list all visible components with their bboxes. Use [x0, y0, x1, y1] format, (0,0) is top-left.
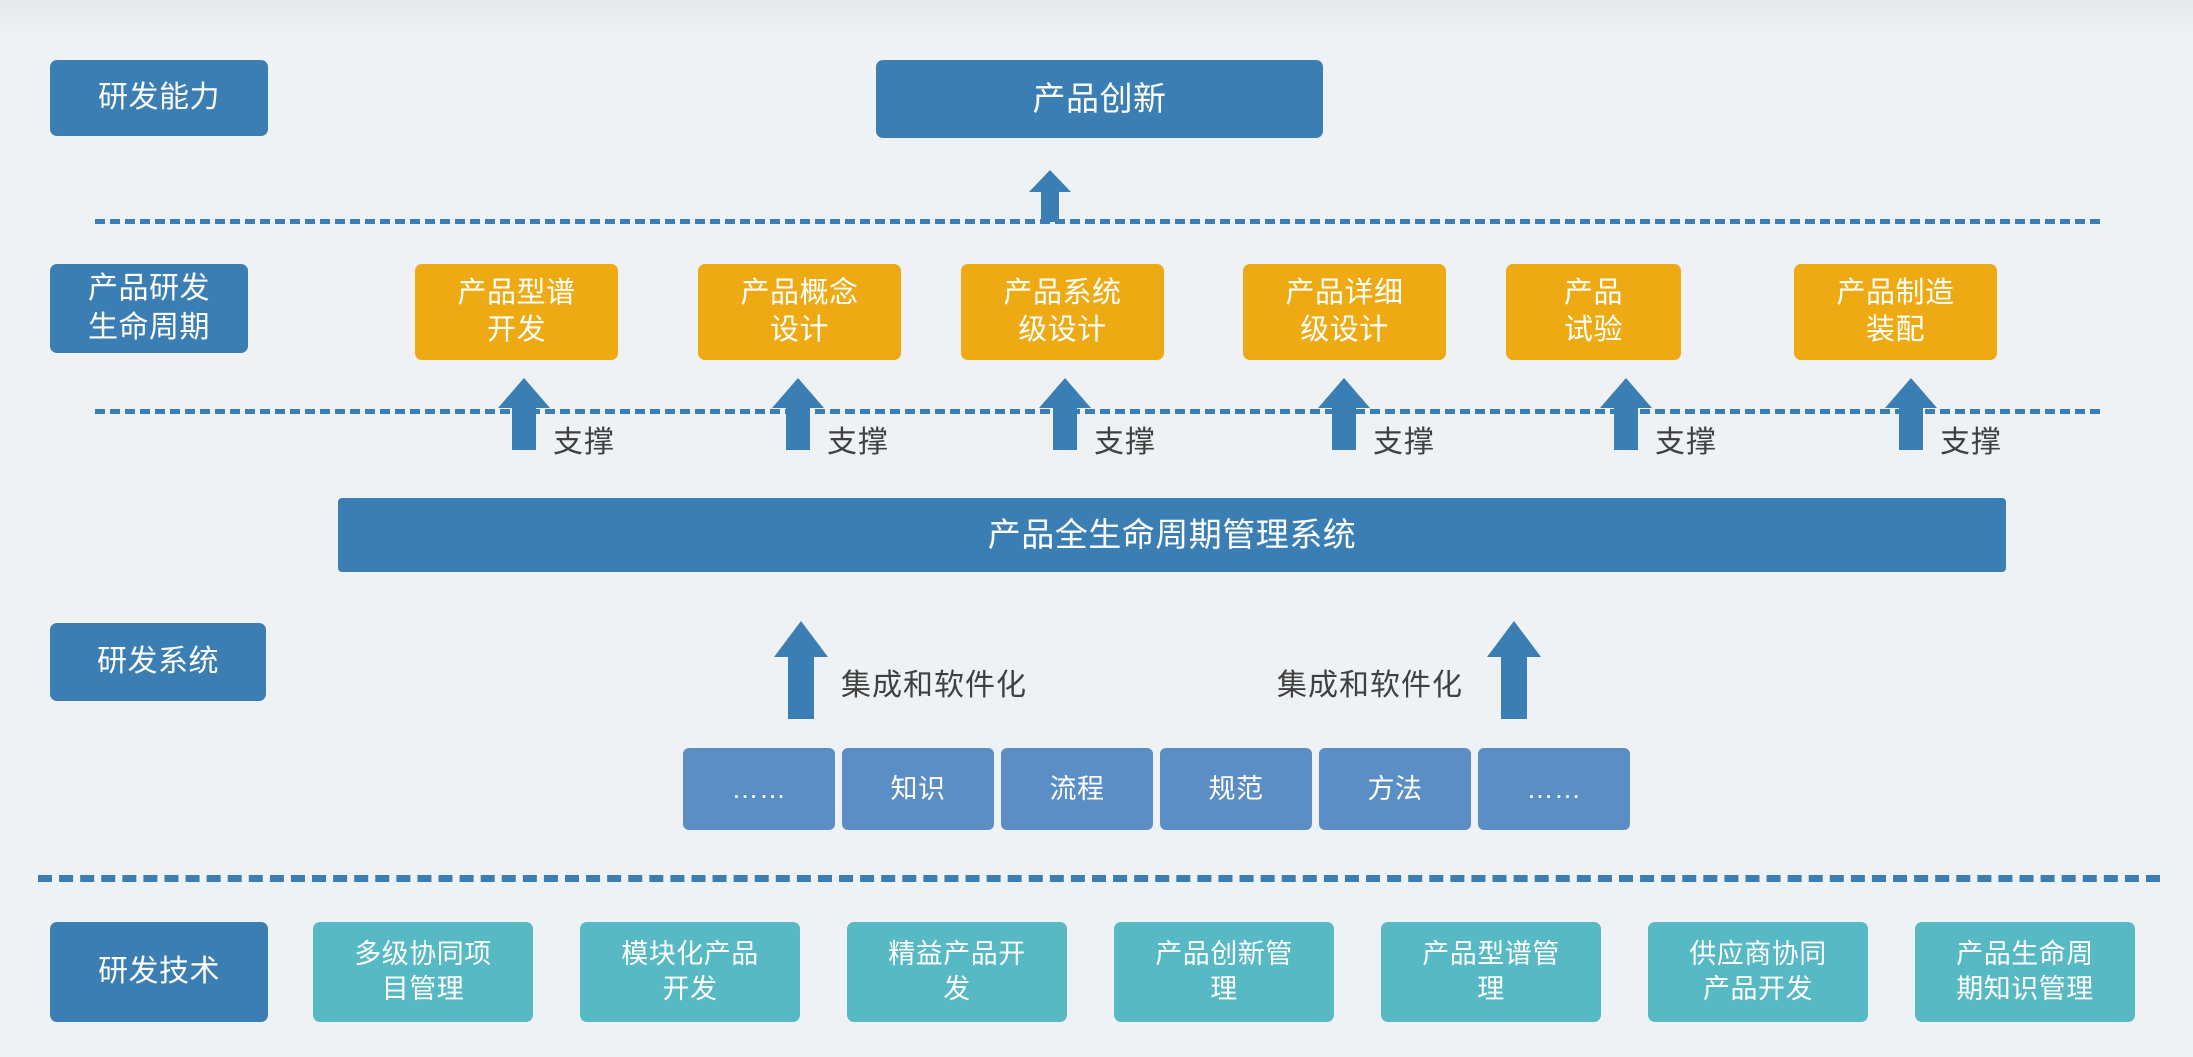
integration-caption-right: 集成和软件化: [1277, 669, 1463, 702]
arrow-support-2: [772, 378, 824, 450]
stage-box-1: 产品型谱 开发: [415, 264, 618, 360]
technology-box-3: 精益产品开 发: [847, 922, 1067, 1022]
lane-label-system: 研发系统: [50, 623, 266, 701]
plm-system-bar: 产品全生命周期管理系统: [338, 498, 2006, 572]
arrow-support-3: [1039, 378, 1091, 450]
support-caption-6: 支撑: [1940, 426, 2002, 459]
integration-caption-left: 集成和软件化: [841, 669, 1027, 702]
arrow-integration-left: [774, 621, 828, 719]
stage-box-4: 产品详细 级设计: [1243, 264, 1446, 360]
knowledge-chip-5: 方法: [1319, 748, 1471, 830]
support-caption-5: 支撑: [1655, 426, 1717, 459]
technology-box-4: 产品创新管 理: [1114, 922, 1334, 1022]
arrow-up-to-product-innovation: [1029, 170, 1071, 222]
stage-box-6: 产品制造 装配: [1794, 264, 1997, 360]
stage-box-3: 产品系统 级设计: [961, 264, 1164, 360]
arrow-support-1: [498, 378, 550, 450]
knowledge-chip-2: 知识: [842, 748, 994, 830]
technology-box-2: 模块化产品 开发: [580, 922, 800, 1022]
stage-box-5: 产品 试验: [1506, 264, 1681, 360]
knowledge-chip-4: 规范: [1160, 748, 1312, 830]
arrow-support-6: [1885, 378, 1937, 450]
technology-box-1: 多级协同项 目管理: [313, 922, 533, 1022]
stage-box-2: 产品概念 设计: [698, 264, 901, 360]
hero-box-product-innovation: 产品创新: [876, 60, 1323, 138]
divider-capability-lifecycle: [95, 219, 2100, 224]
support-caption-1: 支撑: [553, 426, 615, 459]
arrow-support-4: [1318, 378, 1370, 450]
divider-lifecycle-system: [95, 409, 2100, 414]
technology-box-6: 供应商协同 产品开发: [1648, 922, 1868, 1022]
arrow-integration-right: [1487, 621, 1541, 719]
knowledge-chip-3: 流程: [1001, 748, 1153, 830]
technology-box-7: 产品生命周 期知识管理: [1915, 922, 2135, 1022]
knowledge-chip-6: ……: [1478, 748, 1630, 830]
support-caption-4: 支撑: [1373, 426, 1435, 459]
support-caption-3: 支撑: [1094, 426, 1156, 459]
lane-label-lifecycle: 产品研发 生命周期: [50, 264, 248, 353]
lane-label-capability: 研发能力: [50, 60, 268, 136]
support-caption-2: 支撑: [827, 426, 889, 459]
technology-box-5: 产品型谱管 理: [1381, 922, 1601, 1022]
divider-system-technology: [38, 875, 2160, 882]
lane-label-technology: 研发技术: [50, 922, 268, 1022]
arrow-support-5: [1600, 378, 1652, 450]
knowledge-chip-1: ……: [683, 748, 835, 830]
